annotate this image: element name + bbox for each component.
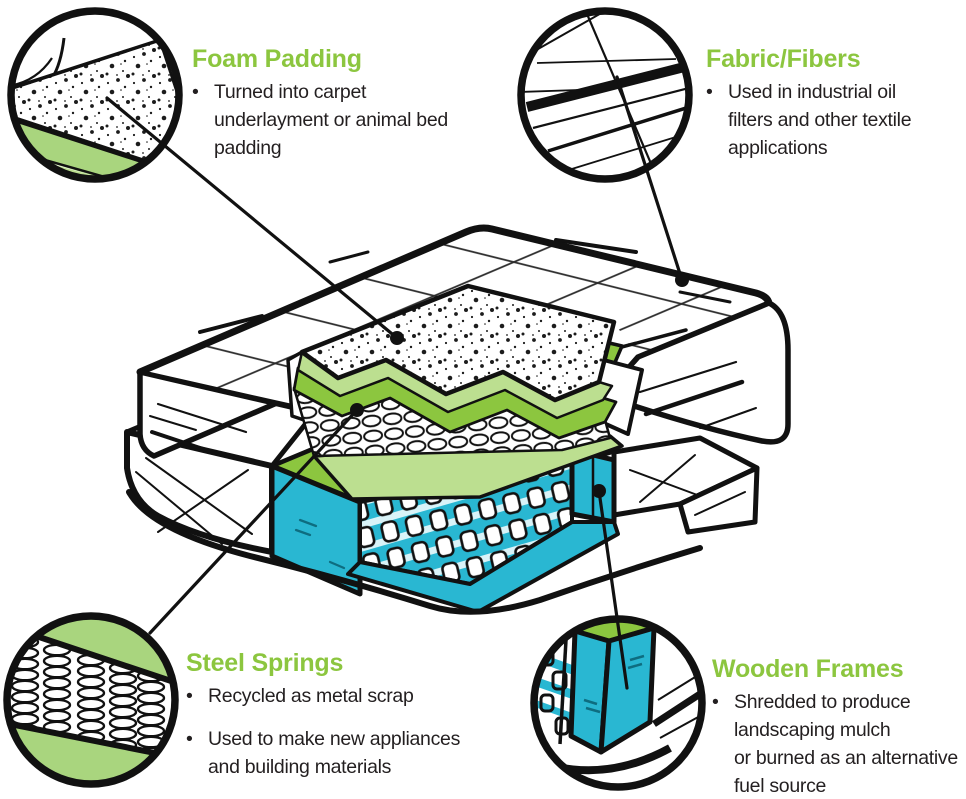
callout-fabric-fibers: Fabric/Fibers • Used in industrial oil f… xyxy=(706,46,958,162)
mattress-left-side xyxy=(137,369,303,459)
bullet-marker: • xyxy=(186,685,193,707)
box-spring-bottom-outline xyxy=(126,489,703,615)
bullet-line: Used to make new appliances xyxy=(208,728,461,750)
bullet-line: Recycled as metal scrap xyxy=(208,685,414,707)
leader-wooden-frames xyxy=(597,489,629,690)
sketch-lines-mattress-left xyxy=(149,402,248,452)
leader-dot-springs xyxy=(350,403,364,417)
bullet-line: Used in industrial oil xyxy=(728,81,896,103)
callout-title-fabric-fibers: Fabric/Fibers xyxy=(706,45,861,73)
leader-dot-fabric xyxy=(675,273,689,287)
leader-dot-foam xyxy=(390,331,404,345)
callout-title-wooden-frames: Wooden Frames xyxy=(712,655,904,683)
bullet-line: or burned as an alternative xyxy=(734,747,958,769)
bullet-line: fuel source xyxy=(734,775,827,797)
bullet-line: applications xyxy=(728,137,828,159)
sketch-lines-right-top xyxy=(629,454,701,503)
thumb-fabric-circle xyxy=(517,7,693,183)
thumb-wood-circle xyxy=(530,615,706,791)
bullet-marker: • xyxy=(192,81,199,103)
box-spring-right-side xyxy=(677,465,760,535)
leader-lines xyxy=(105,75,689,690)
leader-fabric-fibers xyxy=(615,75,684,282)
wood-ticks-left xyxy=(294,518,346,570)
callout-steel-springs: Steel Springs • Recycled as metal scrap … xyxy=(186,650,502,781)
quilt-accent-dashes xyxy=(198,238,732,350)
bullet-item: • Used in industrial oil filters and oth… xyxy=(706,78,958,162)
bullet-line: and building materials xyxy=(208,756,392,778)
bullet-marker: • xyxy=(712,691,719,713)
bullet-line: Shredded to produce xyxy=(734,691,911,713)
thumb-foam-circle xyxy=(7,7,183,183)
leader-foam-padding xyxy=(105,96,399,340)
bullet-item: • Used to make new appliances and buildi… xyxy=(186,725,502,781)
bullet-marker: • xyxy=(186,728,193,750)
callout-title-steel-springs: Steel Springs xyxy=(186,649,344,677)
callout-wooden-frames: Wooden Frames • Shredded to produce land… xyxy=(712,656,966,799)
callout-title-foam-padding: Foam Padding xyxy=(192,45,362,73)
sketch-lines-left xyxy=(135,457,253,545)
right-sketch-lines xyxy=(652,673,702,739)
leader-dot-wood xyxy=(592,484,606,498)
wooden-frame-corner-closeup-thumbnail xyxy=(534,619,702,775)
bullet-marker: • xyxy=(706,81,713,103)
callout-foam-padding: Foam Padding • Turned into carpet underl… xyxy=(192,46,478,162)
bullet-line: filters and other textile xyxy=(728,109,912,131)
leader-steel-springs xyxy=(148,408,359,635)
wooden-frame-left-face xyxy=(269,463,363,597)
bullet-item: • Shredded to produce landscaping mulch … xyxy=(712,688,966,799)
bullet-line: Turned into carpet xyxy=(214,81,367,103)
bullet-item: • Recycled as metal scrap xyxy=(186,682,502,710)
wood-ticks xyxy=(583,654,645,714)
bullet-line: underlayment or animal bed xyxy=(214,109,448,131)
wooden-frame-front-band xyxy=(346,520,620,614)
bullet-line: padding xyxy=(214,137,282,159)
foam-padding-layer xyxy=(299,283,617,403)
bullet-line: landscaping mulch xyxy=(734,719,891,741)
sketch-lines-mattress-right xyxy=(638,360,757,429)
bullet-item: • Turned into carpet underlayment or ani… xyxy=(192,78,478,162)
